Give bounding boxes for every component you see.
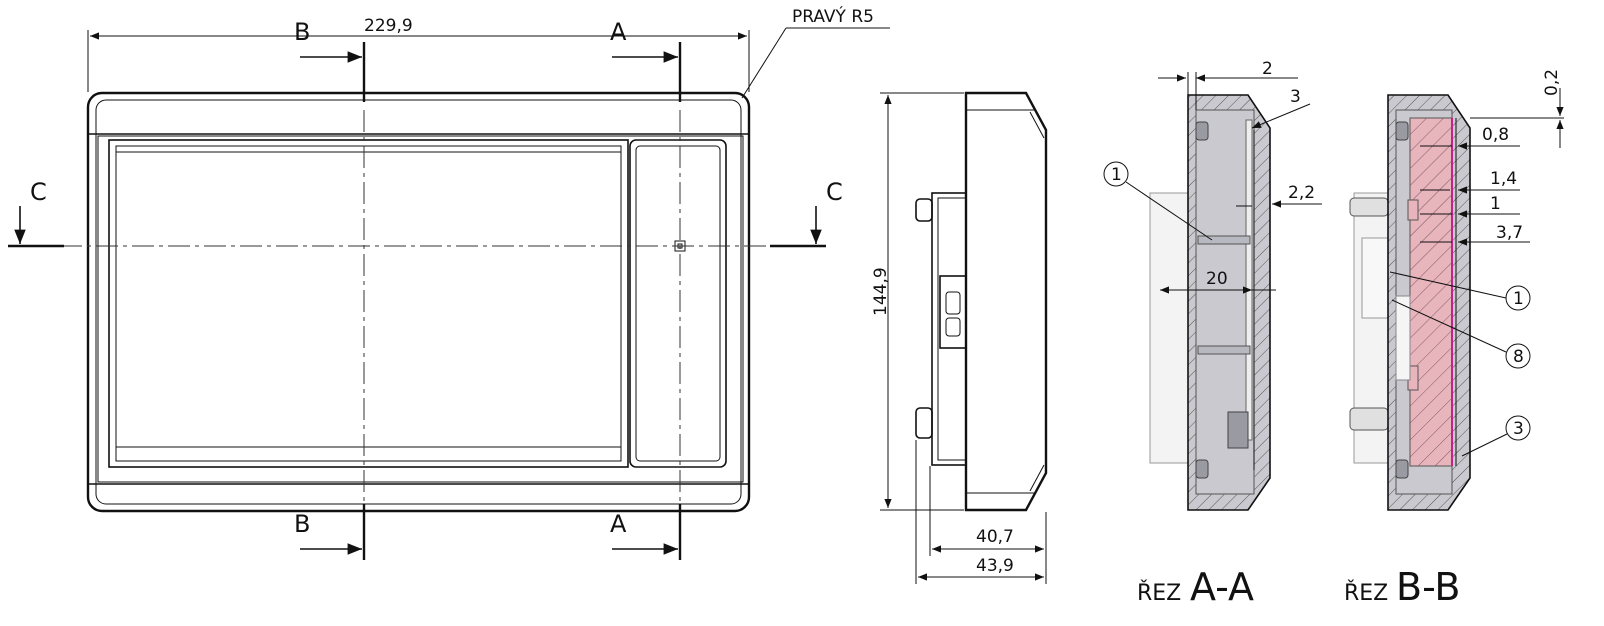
- bb-dim-3-7: 3,7: [1496, 223, 1523, 243]
- section-a-label-top: A: [610, 18, 627, 46]
- side-panel: [629, 139, 727, 468]
- side-body-outline: [964, 91, 1048, 512]
- depth-inner-dimension: 40,7: [976, 527, 1014, 547]
- aa-dim-glass: 2,2: [1288, 183, 1315, 203]
- section-c-label-right: C: [826, 178, 843, 206]
- section-bb: [1349, 88, 1564, 511]
- bb-callout-8: 8: [1513, 347, 1524, 367]
- front-view: [8, 27, 890, 560]
- height-dimension: 144,9: [871, 267, 891, 316]
- aa-dim-wall: 2: [1262, 59, 1273, 79]
- section-aa: [1103, 72, 1322, 511]
- section-aa-title-prefix: ŘEZ: [1137, 580, 1181, 606]
- depth-outer-dimension: 43,9: [976, 556, 1014, 576]
- width-dimension: 229,9: [364, 16, 413, 36]
- section-b-label-bottom: B: [294, 510, 310, 538]
- front-outer-outline: [86, 91, 751, 513]
- aa-dim-depth: 20: [1206, 269, 1228, 289]
- section-a-label-bottom: A: [610, 510, 627, 538]
- aa-callout-1: 1: [1111, 165, 1122, 185]
- bb-callout-3: 3: [1513, 419, 1524, 439]
- bb-callout-1: 1: [1513, 289, 1524, 309]
- section-c-label-left: C: [30, 178, 47, 206]
- section-aa-title: A-A: [1190, 565, 1254, 609]
- bb-dim-1: 1: [1490, 194, 1501, 214]
- section-bb-title: B-B: [1396, 565, 1461, 609]
- bb-dim-0-8: 0,8: [1482, 125, 1509, 145]
- corner-radius-note: PRAVÝ R5: [792, 5, 874, 27]
- back-module: [931, 192, 967, 466]
- section-b-label-top: B: [294, 18, 310, 46]
- bb-dim-1-4: 1,4: [1490, 169, 1517, 189]
- aa-dim-corner: 3: [1290, 87, 1301, 107]
- bb-dim-gap: 0,2: [1542, 69, 1562, 96]
- side-view: [880, 91, 1048, 584]
- section-bb-pcb: [1409, 117, 1453, 467]
- display-window: [108, 139, 629, 468]
- section-bb-title-prefix: ŘEZ: [1344, 580, 1388, 606]
